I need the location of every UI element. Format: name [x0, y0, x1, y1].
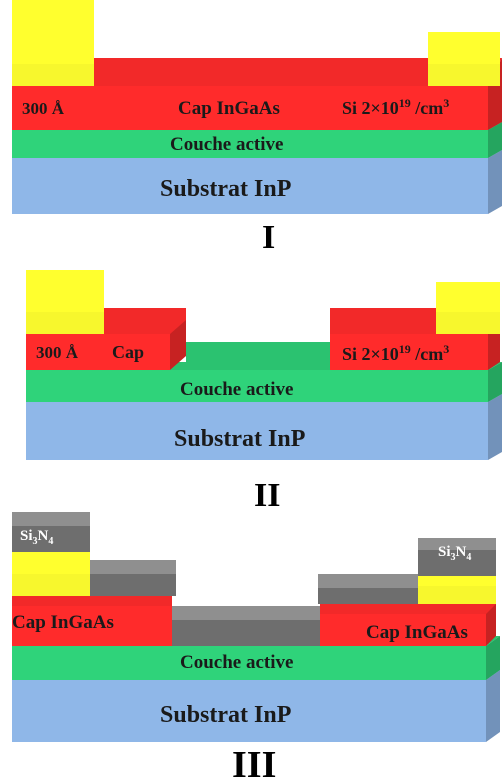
contact-right-3 — [418, 538, 496, 604]
active-label-2: Couche active — [180, 379, 293, 400]
nitride-label-right-3: Si3N4 — [438, 544, 471, 563]
cap-label-right-3: Cap InGaAs — [366, 622, 468, 643]
contact-left-1 — [12, 0, 94, 86]
nitride-step-right-3 — [318, 574, 418, 604]
step-caption-3: III — [232, 744, 276, 782]
substrate-label-1: Substrat InP — [160, 176, 291, 202]
step-1: 300 Å Cap InGaAs Si 2×1019 /cm3 Couche a… — [12, 0, 502, 256]
contact-right-2 — [436, 282, 500, 334]
step-caption-2: II — [254, 477, 280, 514]
substrate-label-3: Substrat InP — [160, 702, 291, 728]
doping-label-2: Si 2×1019 /cm3 — [342, 342, 449, 364]
contact-left-3 — [12, 512, 90, 596]
substrate-label-2: Substrat InP — [174, 426, 305, 452]
nitride-step-left-3 — [90, 560, 176, 596]
active-label-3: Couche active — [180, 652, 293, 673]
step-2: 300 Å Cap Si 2×1019 /cm3 Couche active S… — [26, 270, 502, 514]
thickness-label-1: 300 Å — [22, 99, 65, 118]
recess-nitride-3 — [172, 606, 320, 646]
active-label-1: Couche active — [170, 134, 283, 155]
cap-label-1: Cap InGaAs — [178, 98, 280, 119]
nitride-label-left-3: Si3N4 — [20, 528, 53, 547]
contact-left-2 — [26, 270, 104, 334]
step-caption-1: I — [262, 219, 275, 256]
doping-label-1: Si 2×1019 /cm3 — [342, 96, 449, 118]
contact-right-1 — [428, 32, 500, 86]
cap-left-3 — [12, 596, 172, 646]
cap-layer-1 — [12, 58, 502, 130]
recess-floor-2 — [186, 342, 330, 370]
cap-right-3 — [320, 604, 496, 646]
step-3: Si3N4 Si3N4 Cap InGaAs Cap InGaAs Couche… — [12, 512, 500, 782]
thickness-label-2: 300 Å — [36, 343, 79, 362]
cap-label-left-3: Cap InGaAs — [12, 612, 114, 633]
cap-label-2: Cap — [112, 342, 144, 362]
